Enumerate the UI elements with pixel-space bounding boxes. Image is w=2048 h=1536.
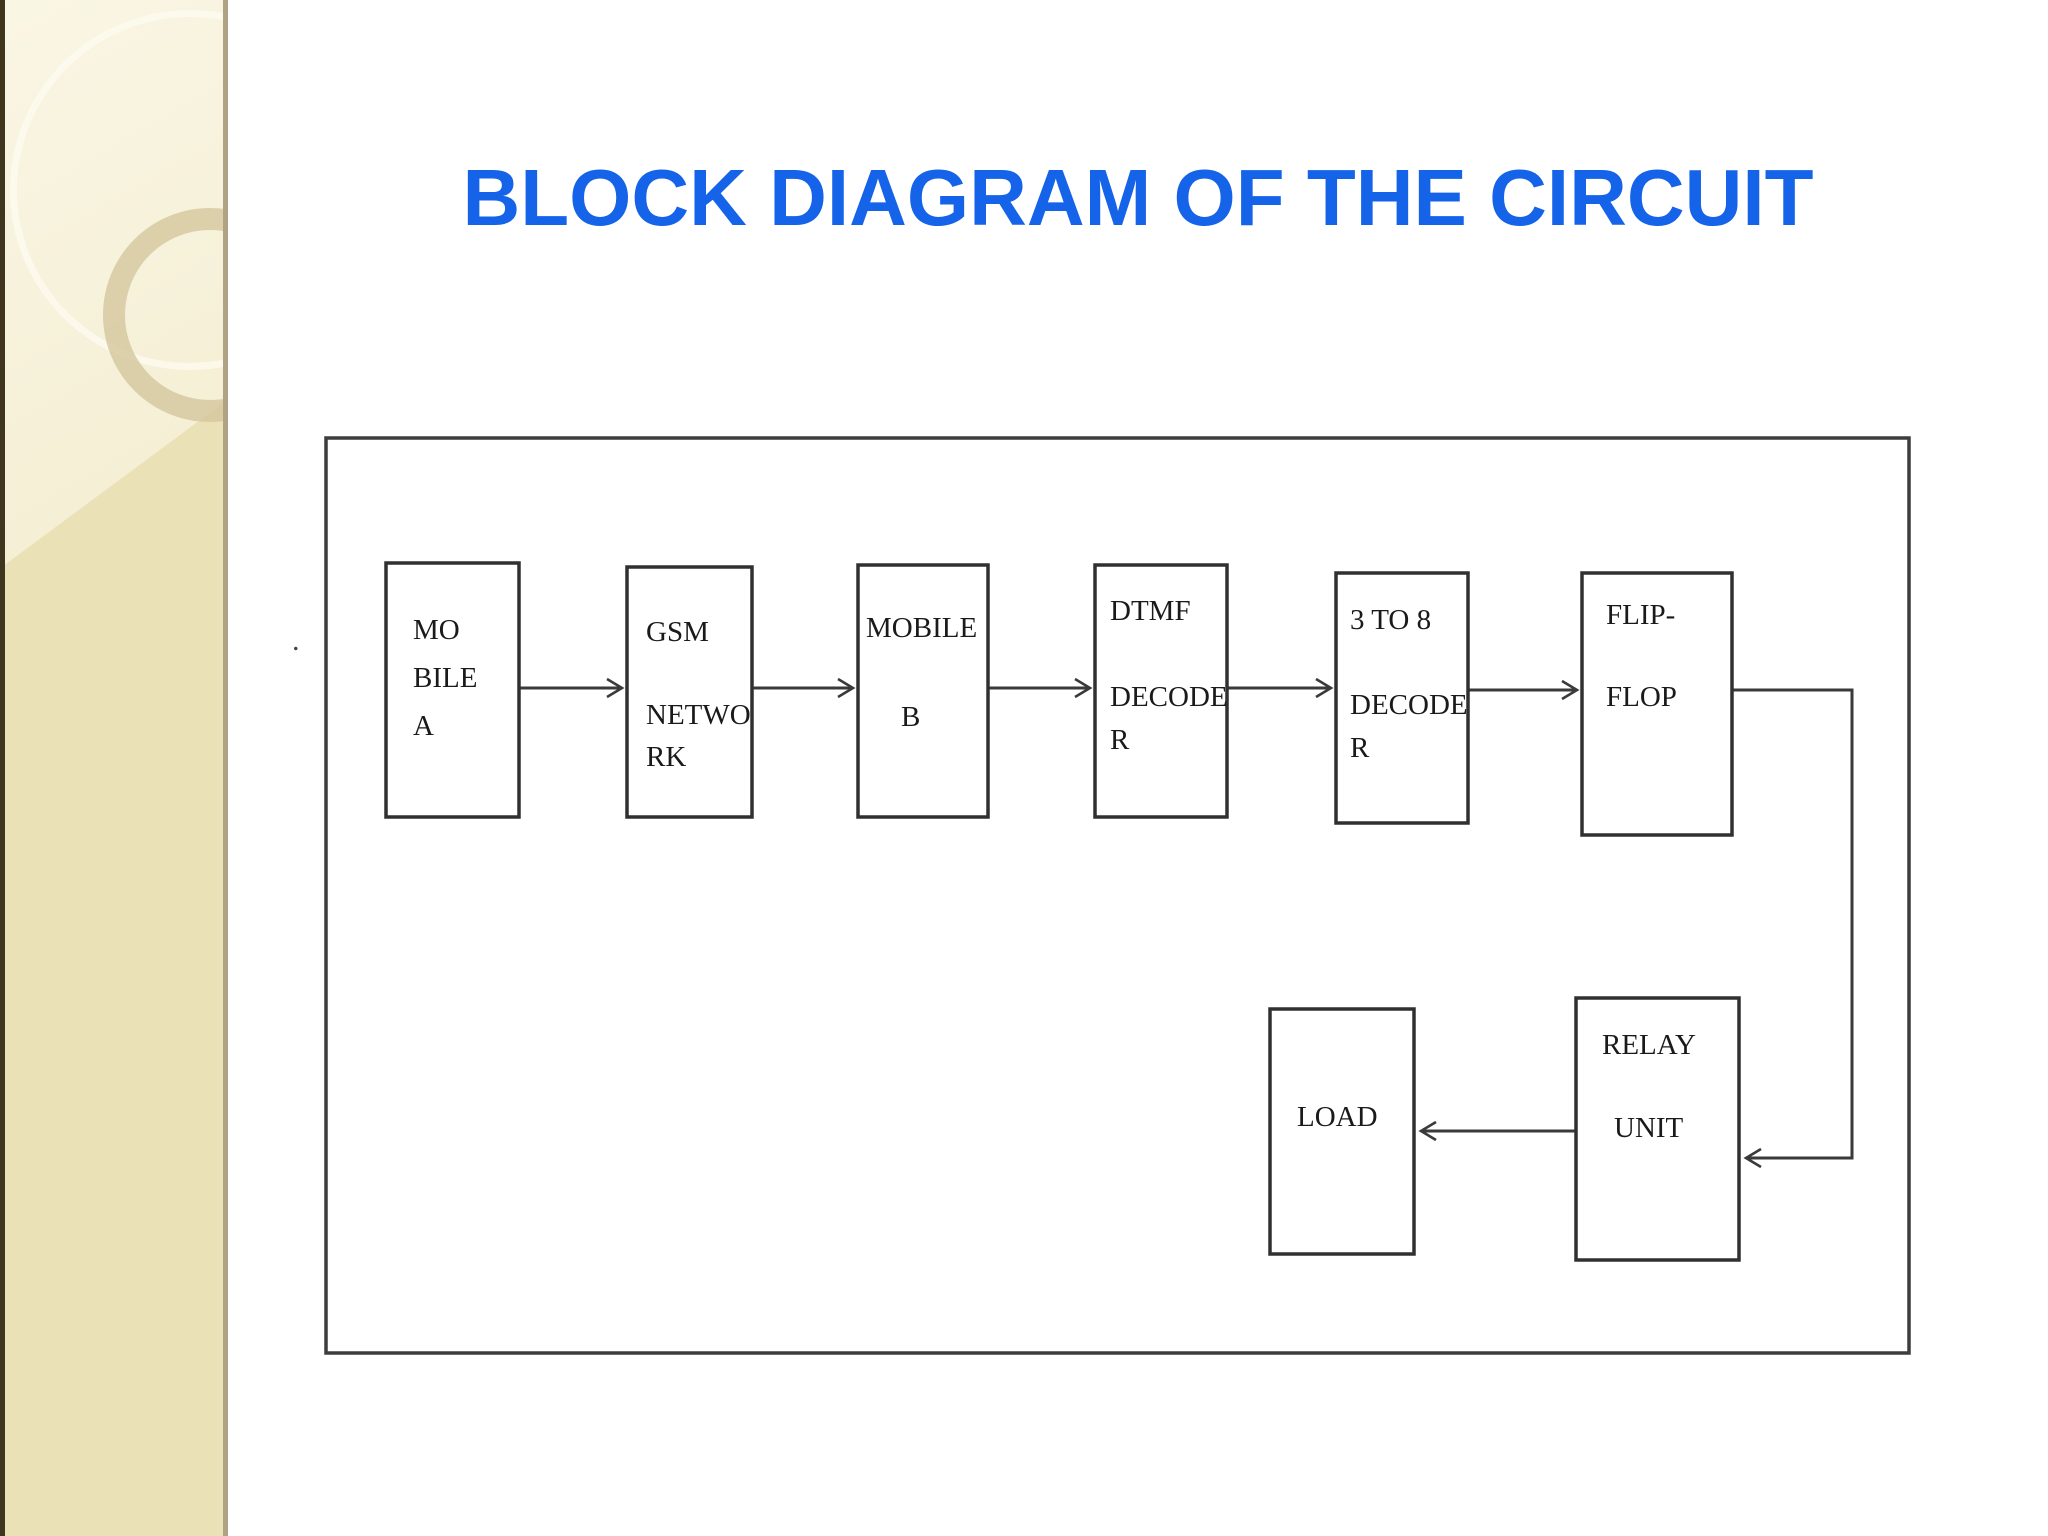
sidebar-right-edge [223, 0, 228, 1536]
block-load-box [1268, 1007, 1416, 1256]
block-gsm-network-line1: GSM [646, 616, 709, 648]
block-relay-unit-line1: RELAY [1602, 1029, 1696, 1061]
block-dtmf-decoder-box [1093, 563, 1229, 819]
diagram-blocks: MO BILE A GSM NETWO RK MOBILE B DTMF DEC… [384, 561, 1741, 1262]
block-mobile-a: MO BILE A [384, 561, 521, 819]
block-flip-flop: FLIP- FLOP [1580, 571, 1734, 837]
block-load: LOAD [1268, 1007, 1416, 1256]
block-3-to-8-decoder: 3 TO 8 DECODE R [1334, 571, 1470, 825]
block-relay-unit: RELAY UNIT [1574, 996, 1741, 1262]
page-title: BLOCK DIAGRAM OF THE CIRCUIT [462, 153, 1814, 242]
diagram-border [324, 436, 1911, 1355]
block-3-to-8-decoder-line3: R [1350, 732, 1370, 764]
block-dtmf-decoder-line1: DTMF [1110, 595, 1191, 627]
block-load-line1: LOAD [1297, 1101, 1378, 1133]
block-mobile-a-line3: A [413, 710, 434, 742]
block-3-to-8-decoder-line1: 3 TO 8 [1350, 604, 1431, 636]
block-relay-unit-box [1574, 996, 1741, 1262]
block-flip-flop-line1: FLIP- [1606, 599, 1675, 631]
block-dtmf-decoder-line2: DECODE [1110, 681, 1228, 713]
arrow-flip-flop-to-relay-unit [1732, 688, 1854, 1169]
block-flip-flop-box [1580, 571, 1734, 837]
block-dtmf-decoder-line3: R [1110, 724, 1130, 756]
block-mobile-b-line2: B [901, 701, 920, 733]
block-mobile-a-line2: BILE [413, 662, 477, 694]
block-3-to-8-decoder-box [1334, 571, 1470, 825]
block-mobile-b-box [856, 563, 990, 819]
stray-period-mark: . [292, 624, 300, 657]
block-gsm-network-line3: RK [646, 741, 686, 773]
sidebar-decoration [0, 0, 228, 1536]
block-mobile-a-box [384, 561, 521, 819]
block-3-to-8-decoder-line2: DECODE [1350, 689, 1468, 721]
block-dtmf-decoder: DTMF DECODE R [1093, 563, 1229, 819]
block-flip-flop-line2: FLOP [1606, 681, 1677, 713]
diagram-wires [519, 677, 1854, 1169]
block-gsm-network-line2: NETWO [646, 699, 751, 731]
block-mobile-b: MOBILE B [856, 563, 990, 819]
block-mobile-a-line1: MO [413, 614, 460, 646]
sidebar-left-edge [0, 0, 5, 1536]
block-relay-unit-line2: UNIT [1614, 1112, 1684, 1144]
block-gsm-network-box [625, 565, 754, 819]
block-mobile-b-line1: MOBILE [866, 612, 977, 644]
block-gsm-network: GSM NETWO RK [625, 565, 754, 819]
